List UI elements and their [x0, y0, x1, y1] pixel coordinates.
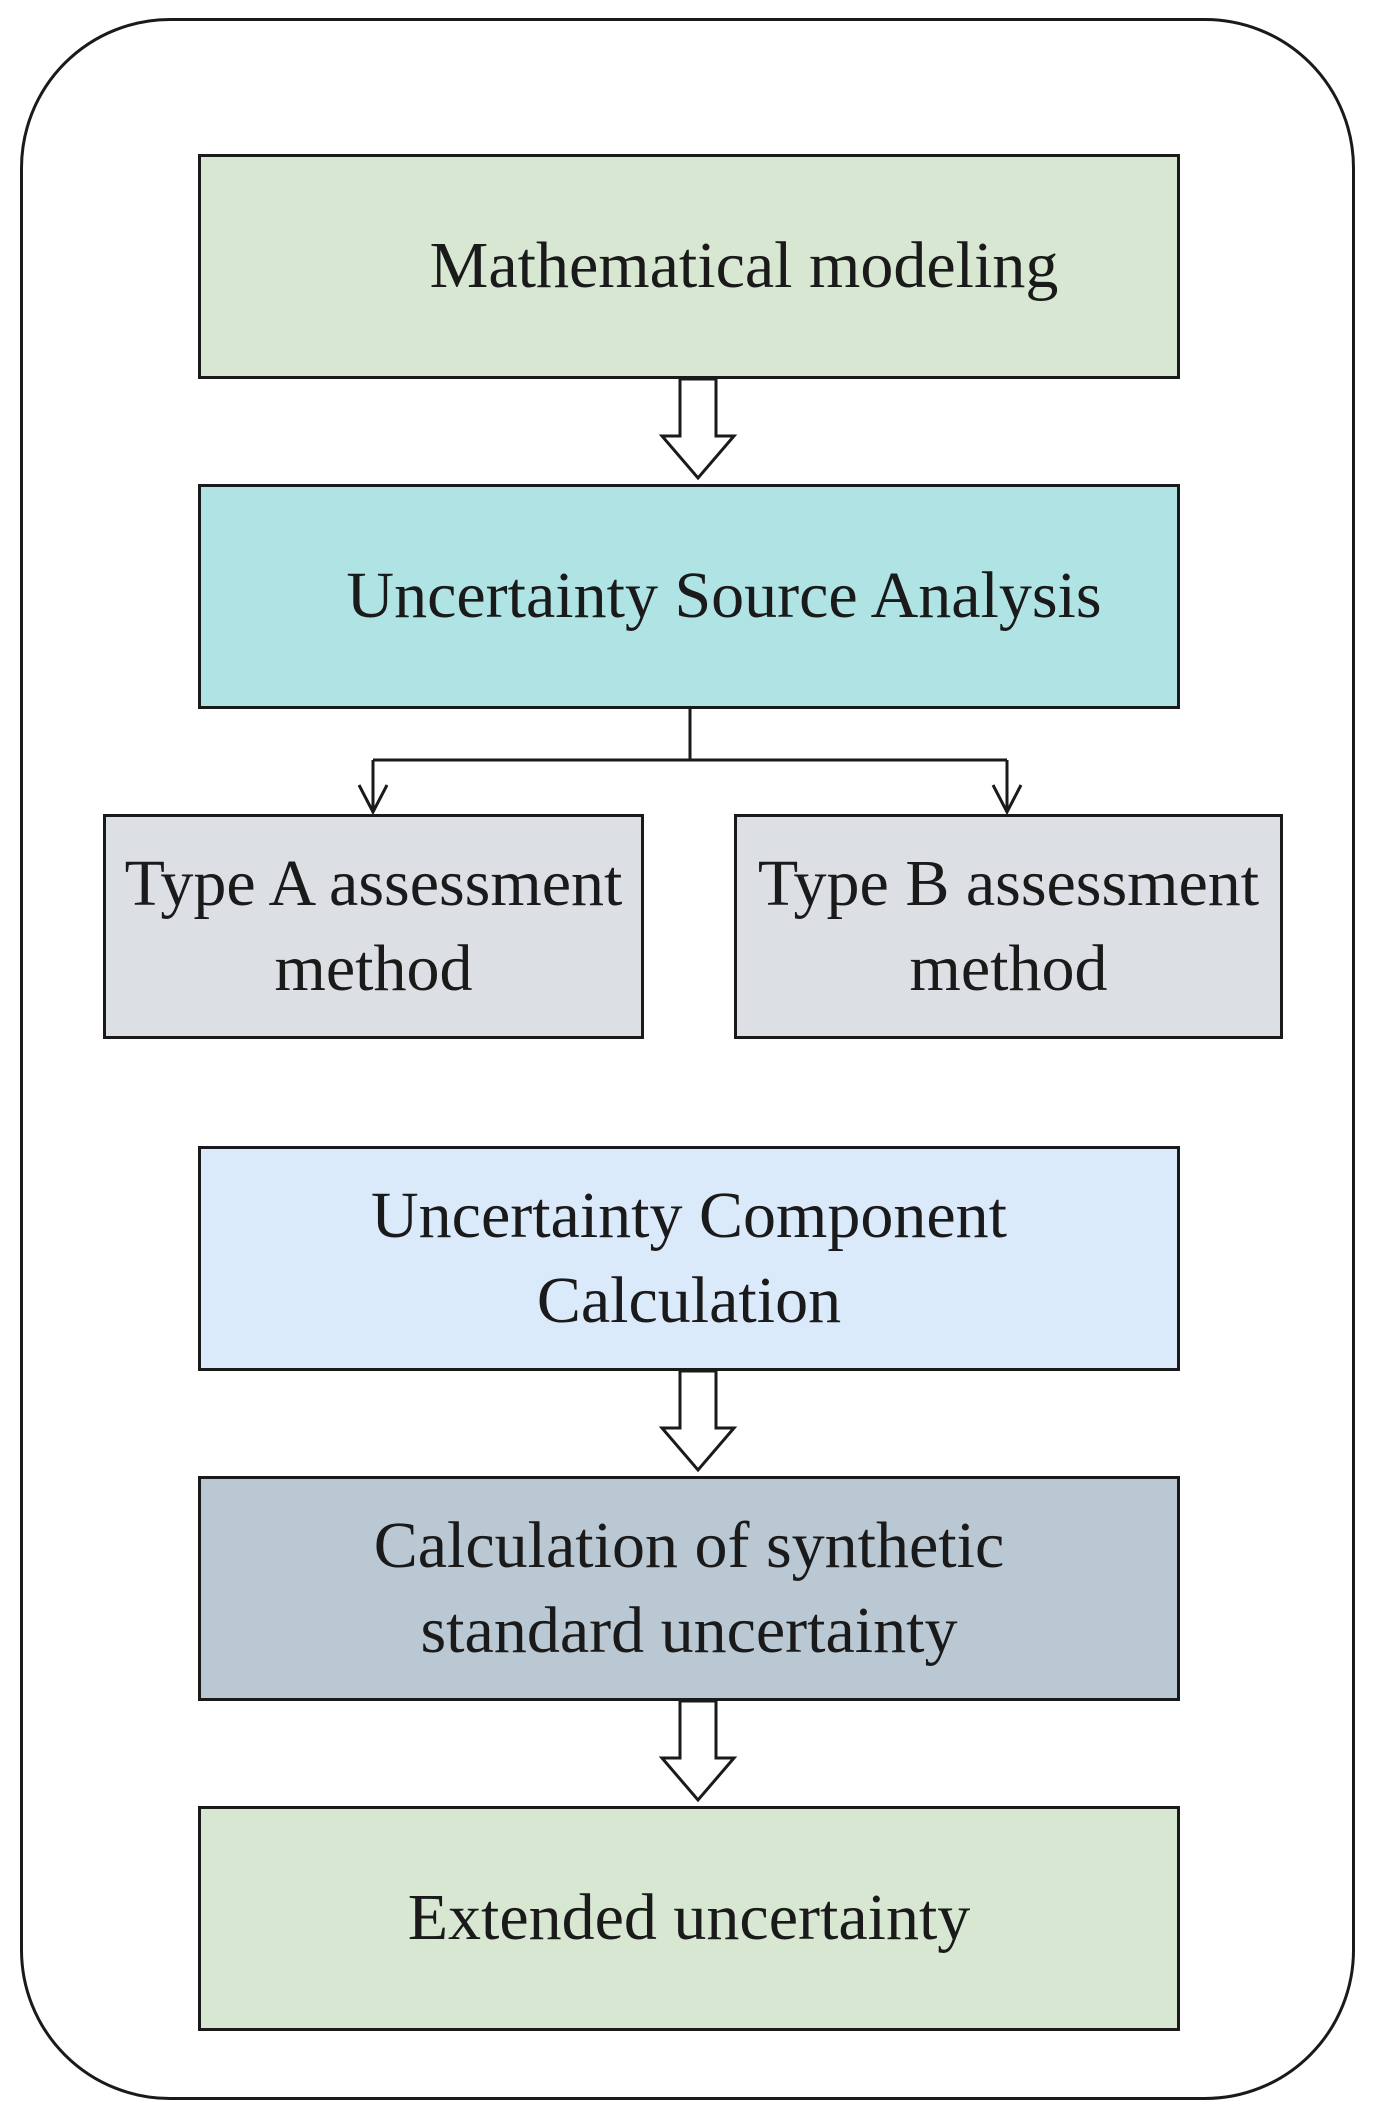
uncertainty-source-analysis-label: Uncertainty Source Analysis — [346, 559, 1102, 633]
extended-uncertainty-label: Extended uncertainty — [407, 1881, 971, 1955]
uncertainty-source-analysis-box: Uncertainty Source Analysis — [198, 484, 1180, 709]
uncertainty-component-calculation-label: Uncertainty Component Calculation — [370, 1179, 1008, 1337]
type-b-assessment-box: Type B assessment method — [734, 814, 1283, 1039]
synthetic-standard-uncertainty-box: Calculation of synthetic standard uncert… — [198, 1476, 1180, 1701]
extended-uncertainty-box: Extended uncertainty — [198, 1806, 1180, 2031]
uncertainty-component-calculation-box: Uncertainty Component Calculation — [198, 1146, 1180, 1371]
mathematical-modeling-box: Mathematical modeling — [198, 154, 1180, 379]
type-b-assessment-label: Type B assessment method — [757, 847, 1260, 1005]
synthetic-standard-uncertainty-label: Calculation of synthetic standard uncert… — [373, 1509, 1005, 1667]
mathematical-modeling-label: Mathematical modeling — [429, 229, 1059, 303]
type-a-assessment-box: Type A assessment method — [103, 814, 644, 1039]
type-a-assessment-label: Type A assessment method — [124, 847, 623, 1005]
